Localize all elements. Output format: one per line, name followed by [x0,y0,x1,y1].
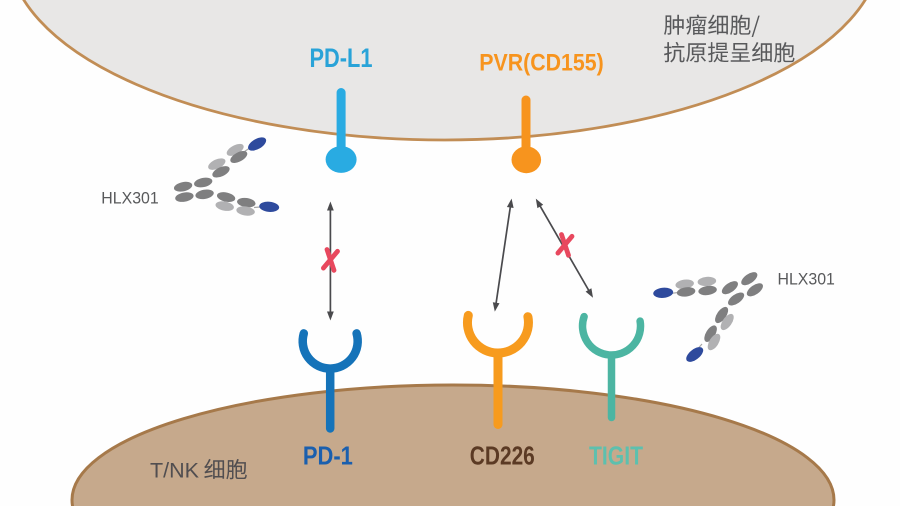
svg-text:TIGIT: TIGIT [589,442,643,470]
svg-text:CD226: CD226 [470,442,535,470]
svg-text:PD-1: PD-1 [303,442,353,470]
svg-text:T/NK: T/NK [150,459,200,483]
svg-text:PD-L1: PD-L1 [310,43,373,73]
svg-text:PVR(CD155): PVR(CD155) [479,49,604,76]
svg-text:HLX301: HLX301 [101,188,158,207]
svg-text:HLX301: HLX301 [778,270,835,289]
